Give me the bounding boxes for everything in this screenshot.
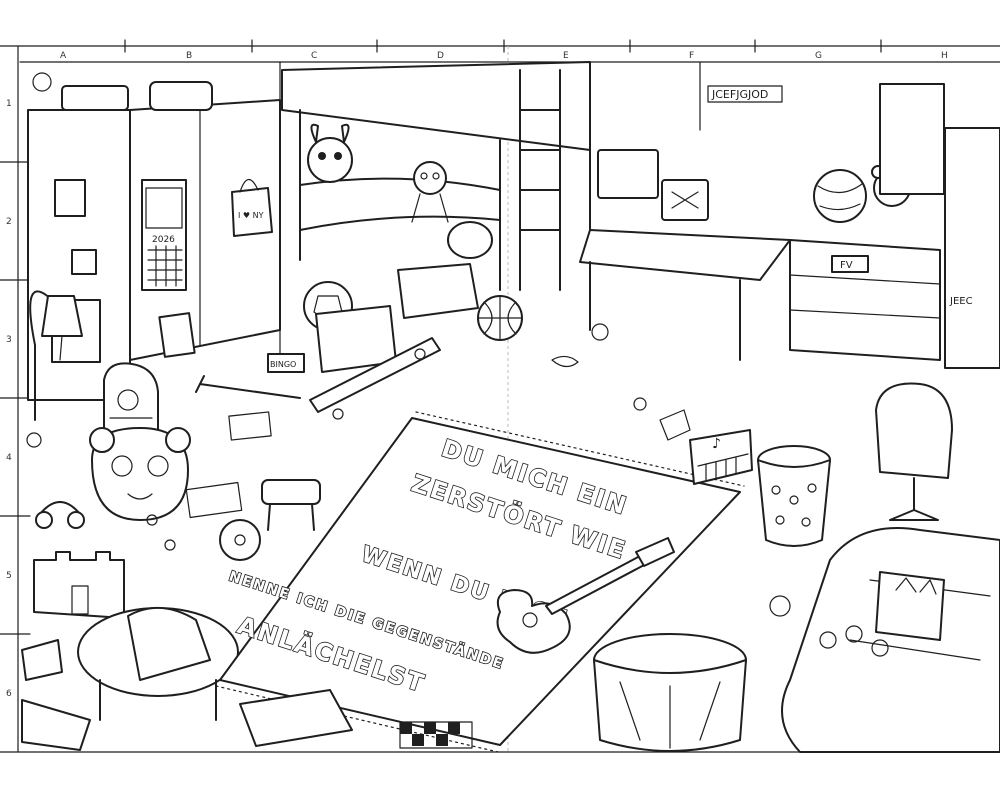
floor-clutter: BINGO [33,281,523,721]
column-label-d: D [437,51,444,61]
column-label-h: H [941,51,948,61]
headphones [35,501,85,529]
column-label-c: C [311,51,317,61]
column-label-a: A [60,51,67,61]
row-label-3: 3 [6,335,12,345]
column-label-e: E [563,51,569,61]
wall-calendar: 2026 [141,179,187,291]
toy-castle [33,551,125,619]
floor-lamp [29,290,83,421]
basketball [477,295,523,341]
small-stool [261,479,321,531]
steering-wheel [219,519,261,561]
column-label-b: B [186,51,192,61]
column-label-g: G [815,51,822,61]
acoustic-guitar [496,537,675,654]
drawer-label-text: FV [840,260,853,271]
bingo-box-label: BINGO [270,360,296,369]
row-label-5: 5 [6,571,12,581]
wall-banner-text: JCEFJGJOD [711,88,768,101]
drum-ottoman [593,633,747,752]
polka-dot-bin [757,445,831,547]
drawer-cabinet: FV JEEC [789,83,1000,369]
side-stool [77,606,239,721]
calendar-year: 2026 [152,235,175,245]
plush-monkey [411,161,449,223]
grid-frame: A B C D E F G H 1 2 3 4 5 6 [0,39,1000,753]
music-note-icon: ♪ [712,436,721,452]
bunk-bed [281,61,591,319]
row-label-1: 1 [6,99,12,109]
plush-bunny [307,123,353,183]
backpack [103,362,159,441]
desk: JCEFJGJOD [579,85,913,361]
cabinet-label-text: JEEC [949,296,973,307]
lettering-rug: DU MICH EIN ZERSTÖRT WIE NENNE ICH DIE G… [215,411,745,753]
skateboard [309,337,441,420]
bingo-box: BINGO [267,353,305,373]
sword-toy [195,375,301,399]
wardrobe: 2026 I ♥ NY [27,72,281,401]
chessboard [399,721,473,749]
column-label-f: F [689,51,694,61]
tote-bag-text: I ♥ NY [238,211,264,220]
armchair [781,527,1000,753]
desk-chair [875,382,953,521]
row-label-6: 6 [6,689,12,699]
scattered-small-items [21,323,889,751]
toy-piano: ♪ [689,429,753,485]
fox-cushion [875,571,945,641]
desk-globe [813,169,867,223]
row-label-2: 2 [6,217,12,227]
row-label-4: 4 [6,453,12,463]
tote-bag: I ♥ NY [231,178,273,237]
panda-mask [89,427,191,521]
